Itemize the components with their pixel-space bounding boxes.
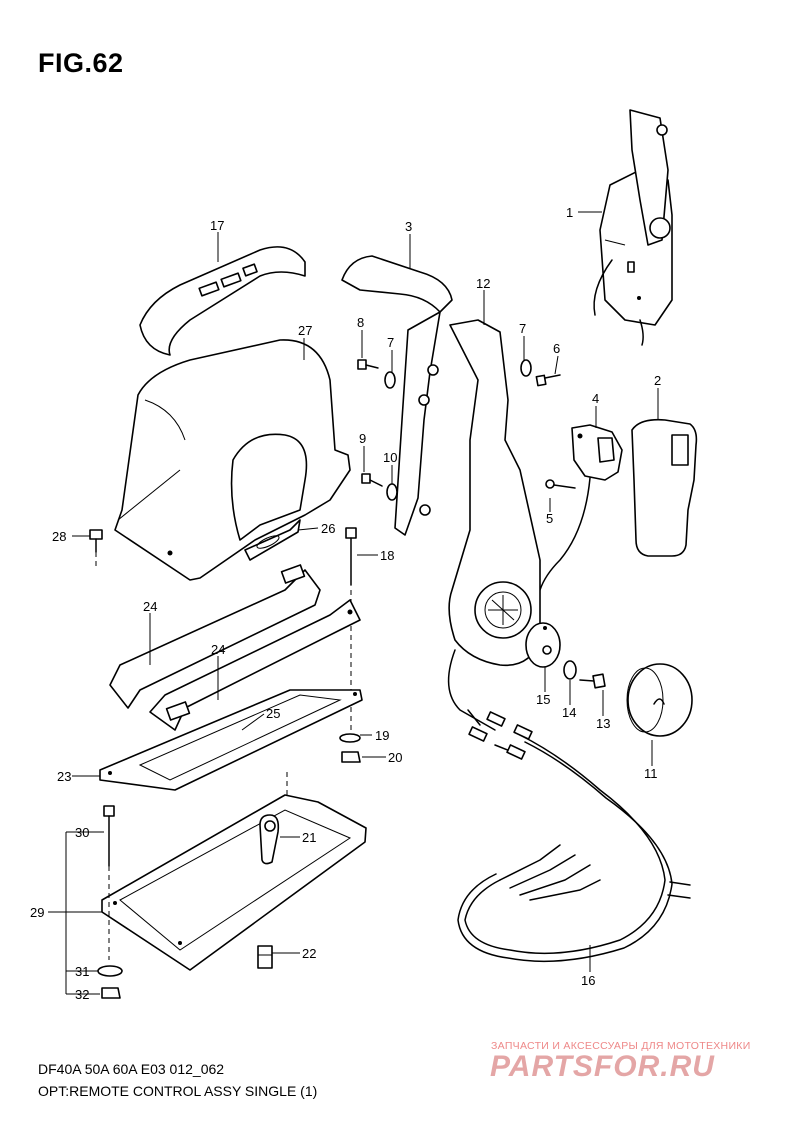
part-13-screw bbox=[579, 673, 606, 689]
part-19-washer bbox=[339, 733, 361, 743]
callout-20: 20 bbox=[388, 750, 402, 765]
part-21-clamp bbox=[259, 814, 280, 865]
callout-14: 14 bbox=[562, 705, 576, 720]
part-23-gasket bbox=[99, 689, 363, 791]
callout-21: 21 bbox=[302, 830, 316, 845]
part-14-washer bbox=[563, 660, 577, 680]
part-15-plate bbox=[525, 622, 561, 668]
part-11-cap bbox=[626, 663, 693, 737]
callout-2: 2 bbox=[654, 373, 661, 388]
callout-3: 3 bbox=[405, 219, 412, 234]
callout-23: 23 bbox=[57, 769, 71, 784]
part-28-screw bbox=[89, 529, 103, 570]
part-24-bracket-lower bbox=[149, 599, 361, 731]
callout-25: 25 bbox=[266, 706, 280, 721]
part-12-control-arm bbox=[448, 319, 541, 667]
callout-18: 18 bbox=[380, 548, 394, 563]
callout-10: 10 bbox=[383, 450, 397, 465]
part-1-remote-control-assy bbox=[593, 109, 673, 346]
part-4-switch bbox=[539, 424, 623, 591]
part-8-bolt bbox=[357, 359, 379, 370]
part-5-screw bbox=[545, 479, 576, 489]
callout-1: 1 bbox=[566, 205, 573, 220]
callout-22: 22 bbox=[302, 946, 316, 961]
part-6-bolt bbox=[535, 374, 561, 387]
svg-text:PARTSFOR.RU: PARTSFOR.RU bbox=[490, 1050, 715, 1083]
callout-12: 12 bbox=[476, 276, 490, 291]
part-26-clip bbox=[244, 519, 301, 561]
callout-24-upper: 24 bbox=[143, 599, 157, 614]
caption-model: DF40A 50A 60A E03 012_062 bbox=[38, 1061, 225, 1077]
callout-24-lower: 24 bbox=[211, 642, 225, 657]
part-18-bolt bbox=[345, 527, 357, 730]
callout-19: 19 bbox=[375, 728, 389, 743]
callout-31: 31 bbox=[75, 964, 89, 979]
callout-5: 5 bbox=[546, 511, 553, 526]
callout-7-left: 7 bbox=[387, 335, 394, 350]
part-16-wire-harness bbox=[447, 649, 691, 963]
part-2-handle-grip bbox=[631, 418, 698, 557]
leader-lines bbox=[48, 211, 659, 995]
callout-27: 27 bbox=[298, 323, 312, 338]
callout-13: 13 bbox=[596, 716, 610, 731]
callout-30: 30 bbox=[75, 825, 89, 840]
part-17-cover-strip bbox=[139, 246, 306, 356]
callout-29: 29 bbox=[30, 905, 44, 920]
part-7-washer-right bbox=[520, 359, 532, 377]
caption-name: OPT:REMOTE CONTROL ASSY SINGLE (1) bbox=[38, 1083, 318, 1099]
part-3-lever bbox=[341, 255, 453, 536]
callout-17: 17 bbox=[210, 218, 224, 233]
callout-6: 6 bbox=[553, 341, 560, 356]
callout-4: 4 bbox=[592, 391, 599, 406]
figure-title: FIG.62 bbox=[38, 48, 124, 78]
part-22-clip bbox=[257, 945, 273, 969]
callout-15: 15 bbox=[536, 692, 550, 707]
callout-26: 26 bbox=[321, 521, 335, 536]
part-32-nut bbox=[101, 987, 121, 999]
callout-16: 16 bbox=[581, 973, 595, 988]
part-27-housing bbox=[114, 339, 351, 581]
part-9-bolt bbox=[361, 473, 383, 487]
callout-32: 32 bbox=[75, 987, 89, 1002]
part-24-bracket-upper bbox=[109, 564, 321, 709]
part-20-nut bbox=[341, 751, 361, 763]
callout-9: 9 bbox=[359, 431, 366, 446]
callout-11: 11 bbox=[644, 766, 658, 781]
part-29-base bbox=[101, 772, 367, 971]
part-7-washer-left bbox=[384, 371, 396, 389]
callout-8: 8 bbox=[357, 315, 364, 330]
callout-numbers: 1 2 3 4 5 6 7 7 8 9 10 11 12 13 14 15 16… bbox=[30, 205, 661, 1002]
callout-28: 28 bbox=[52, 529, 66, 544]
watermark-tagline: ЗАПЧАСТИ И АКСЕССУАРЫ ДЛЯ МОТОТЕХНИКИ bbox=[491, 1040, 751, 1052]
part-30-bolt bbox=[103, 805, 115, 960]
callout-7-right: 7 bbox=[519, 321, 526, 336]
